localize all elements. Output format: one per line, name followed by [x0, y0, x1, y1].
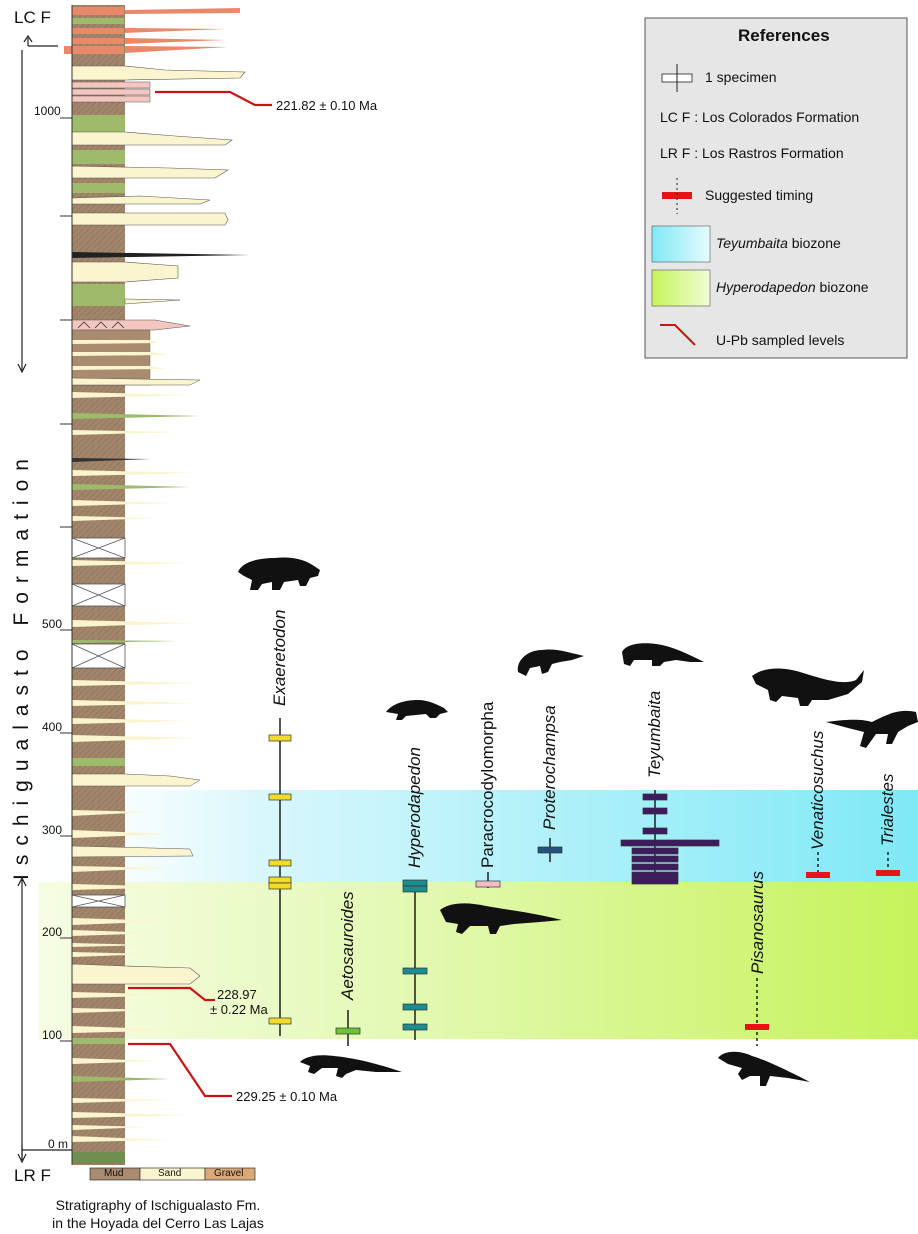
- lrf-legend-label: LR F : Los Rastros Formation: [660, 145, 844, 161]
- taxon-trialestes: Trialestes: [878, 773, 897, 846]
- taxon-proterochampsa: Proterochampsa: [540, 705, 559, 830]
- tick-1000: 1000: [34, 104, 61, 118]
- tick-200: 200: [42, 925, 63, 939]
- taxon-hyperodapedon: Hyperodapedon: [405, 747, 424, 868]
- taxon-pisanosaurus: Pisanosaurus: [748, 870, 767, 974]
- taxon-aetosauroides: Aetosauroides: [338, 891, 357, 1000]
- teyumbaita-swatch: [651, 225, 711, 263]
- figure-caption: Stratigraphy of Ischigualasto Fm. in the…: [28, 1196, 288, 1232]
- u-pb-label: U-Pb sampled levels: [716, 332, 845, 348]
- stratigraphic-column: [64, 5, 250, 1165]
- caption-line-2: in the Hoyada del Cerro Las Lajas: [52, 1215, 264, 1231]
- references-title: References: [738, 26, 830, 45]
- tick-100: 100: [42, 1028, 63, 1042]
- exaeretodon-silhouette: [238, 557, 320, 590]
- date-mid-2: ± 0.22 Ma: [210, 1002, 268, 1017]
- caption-line-1: Stratigraphy of Ischigualasto Fm.: [55, 1197, 261, 1213]
- hyperodapedon-swatch: [651, 269, 711, 307]
- grain-mud: Mud: [104, 1168, 124, 1179]
- croc-silhouette: [440, 903, 562, 934]
- tick-300: 300: [42, 823, 63, 837]
- pisanosaurus-silhouette: [718, 1051, 810, 1086]
- date-mid-1: 228.97: [217, 987, 257, 1002]
- lcf-label: LC F: [14, 8, 51, 27]
- date-top: 221.82 ± 0.10 Ma: [276, 98, 378, 113]
- formation-arrows: [17, 34, 72, 1164]
- taxon-venaticosuchus: Venaticosuchus: [808, 730, 827, 850]
- taxon-paracrocodylomorpha: Paracrocodylomorpha: [478, 701, 497, 868]
- tick-0m: 0 m: [48, 1137, 69, 1151]
- one-specimen-label: 1 specimen: [705, 69, 777, 85]
- venaticosuchus-silhouette: [752, 668, 864, 706]
- date-bottom: 229.25 ± 0.10 Ma: [236, 1089, 338, 1104]
- teyumbaita-biozone-band: [38, 790, 918, 882]
- u-pb-symbol: [660, 324, 696, 346]
- lrf-label: LR F: [14, 1166, 51, 1185]
- hyperodapedon-biozone-label: Hyperodapedon biozone: [716, 279, 869, 295]
- u-pb-sample-lines: [128, 90, 272, 1098]
- suggested-timing-dashes: [756, 852, 889, 1046]
- suggested-timing-symbol: [662, 192, 692, 199]
- grain-size-scale: [89, 1167, 256, 1181]
- aetosauroides-silhouette: [300, 1055, 402, 1078]
- proterochampsa-silhouette: [517, 649, 584, 676]
- specimen-bars: [268, 734, 900, 1035]
- taxon-exaeretodon: Exaeretodon: [270, 609, 289, 706]
- tick-400: 400: [42, 720, 63, 734]
- references-box: [644, 17, 908, 359]
- animal-silhouettes: [238, 557, 918, 1086]
- teyumbaita-silhouette: [622, 643, 704, 666]
- lcf-legend-label: LC F : Los Colorados Formation: [660, 109, 860, 125]
- grain-gravel: Gravel: [214, 1168, 244, 1179]
- formation-label: Ischigualasto Formation: [10, 450, 33, 880]
- hyperodapedon-silhouette: [386, 700, 448, 720]
- tick-500: 500: [42, 617, 63, 631]
- suggested-timing-label: Suggested timing: [705, 187, 814, 203]
- taxon-teyumbaita: Teyumbaita: [645, 690, 664, 778]
- trialestes-silhouette: [826, 710, 918, 748]
- grain-sand: Sand: [158, 1168, 182, 1179]
- teyumbaita-biozone-label: Teyumbaita biozone: [716, 235, 841, 251]
